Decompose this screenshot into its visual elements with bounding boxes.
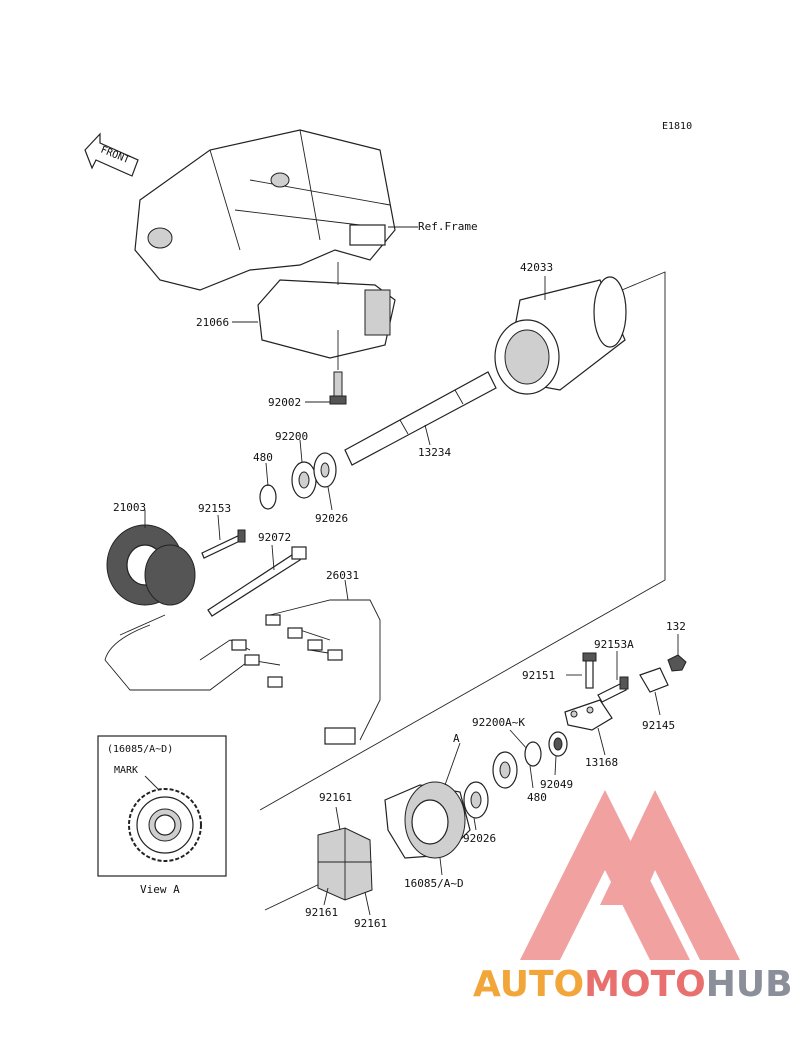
- regulator-21066: [257, 262, 396, 370]
- washer-480-top: [259, 484, 277, 510]
- washer-92200: [291, 461, 317, 499]
- separator-line: [259, 271, 666, 811]
- washer-92026-top: [313, 452, 337, 488]
- view-a-mark-label: MARK: [114, 765, 138, 776]
- damper-92161: [317, 827, 373, 901]
- bolt-92002: [329, 371, 347, 405]
- part-label-21066: 21066: [196, 316, 229, 329]
- part-label-13234: 13234: [418, 446, 451, 459]
- part-label-92161-bottom-left: 92161: [305, 906, 338, 919]
- bolt-92153A: [597, 676, 629, 703]
- part-label-92153A: 92153A: [594, 638, 634, 651]
- flywheel-rotor-42033: [494, 276, 627, 395]
- part-label-92049: 92049: [540, 778, 573, 791]
- part-label-92026-bottom: 92026: [463, 832, 496, 845]
- wiring-harness-26031: [104, 599, 381, 745]
- washer-92049: [548, 731, 568, 757]
- part-label-92153: 92153: [198, 502, 231, 515]
- part-label-26031: 26031: [326, 569, 359, 582]
- part-label-92026-top: 92026: [315, 512, 348, 525]
- part-label-92161-bottom-right: 92161: [354, 917, 387, 930]
- washer-480-bottom: [524, 741, 542, 767]
- stator-21003: [106, 524, 196, 606]
- part-label-92200AK: 92200A~K: [472, 716, 525, 729]
- bolt-92151: [582, 652, 597, 689]
- part-label-92072: 92072: [258, 531, 291, 544]
- part-label-480-top: 480: [253, 451, 273, 464]
- part-label-A: A: [453, 732, 460, 745]
- part-label-92200: 92200: [275, 430, 308, 443]
- view-a-panel: (16085/A~D) MARK: [97, 735, 227, 877]
- part-label-13168: 13168: [585, 756, 618, 769]
- clamp-92072: [207, 546, 307, 617]
- ref-frame-label: Ref.Frame: [418, 220, 478, 233]
- watermark-auto: AUTOMOTOHUB: [473, 964, 793, 1005]
- view-a-part-label: (16085/A~D): [107, 744, 173, 755]
- front-arrow-icon: FRONT: [84, 132, 139, 177]
- part-label-21003: 21003: [113, 501, 146, 514]
- diagram-code: E1810: [662, 121, 692, 132]
- bracket-92145: [639, 667, 669, 693]
- nut-132: [667, 654, 687, 672]
- part-label-42033: 42033: [520, 261, 553, 274]
- part-label-132: 132: [666, 620, 686, 633]
- washer-92200AK: [492, 751, 518, 789]
- gear-16085: [384, 781, 471, 859]
- frame-illustration: [134, 129, 396, 291]
- part-label-92161-top: 92161: [319, 791, 352, 804]
- automotohub-logo-icon: [520, 790, 740, 960]
- part-label-16085: 16085/A~D: [404, 877, 464, 890]
- part-label-92145: 92145: [642, 719, 675, 732]
- bolt-92153: [201, 529, 246, 559]
- shaft-13234: [344, 371, 497, 466]
- holder-13168: [564, 699, 613, 731]
- part-label-92002: 92002: [268, 396, 301, 409]
- washer-92026-bottom: [463, 781, 489, 819]
- view-a-caption: View A: [140, 883, 180, 896]
- part-label-480-bottom: 480: [527, 791, 547, 804]
- part-label-92151: 92151: [522, 669, 555, 682]
